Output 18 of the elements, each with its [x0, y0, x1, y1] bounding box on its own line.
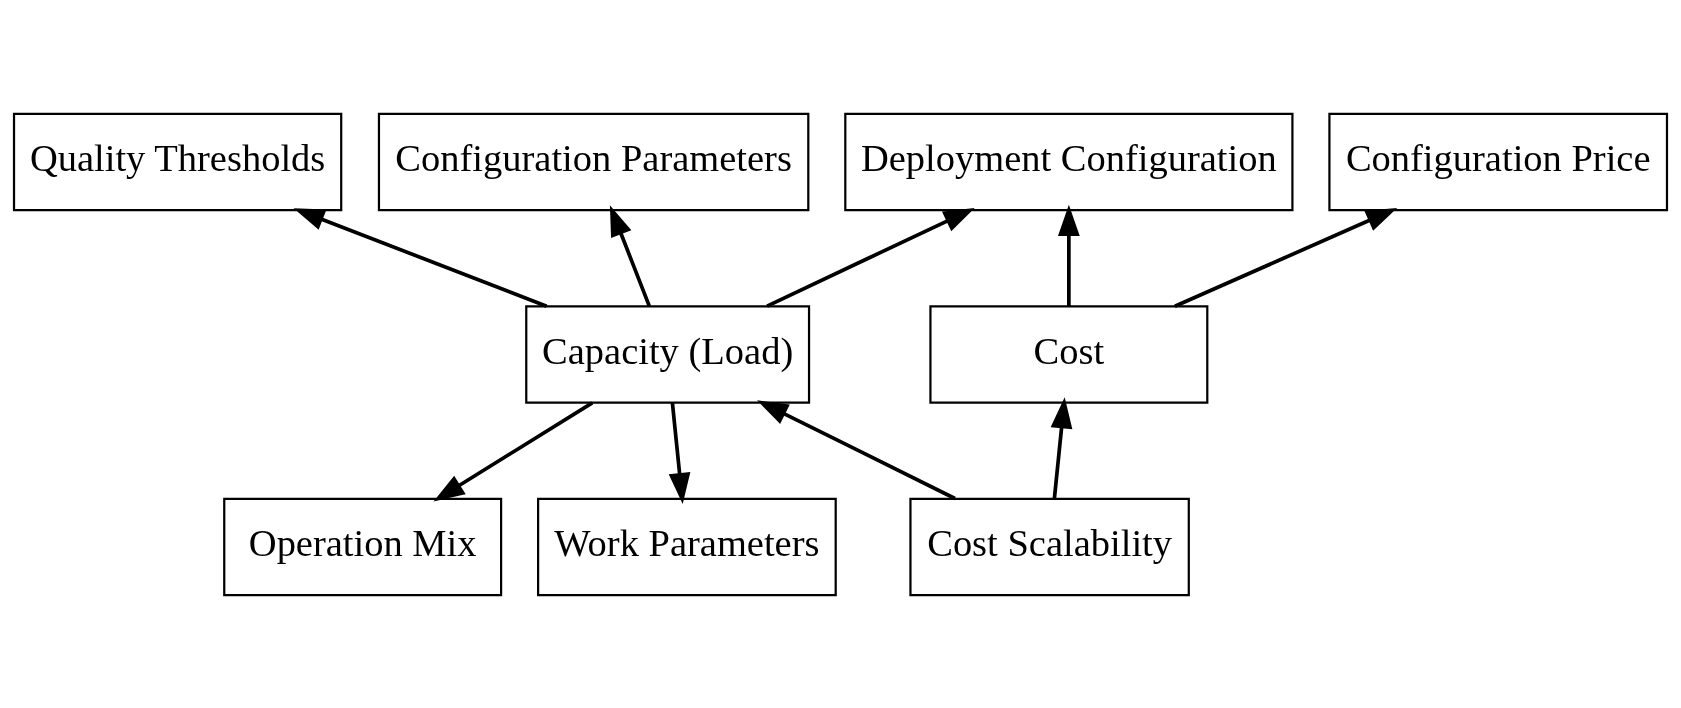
arrow	[668, 402, 691, 504]
node-box: Cost Scalability	[909, 497, 1190, 596]
node-box: Work Parameters	[537, 497, 837, 596]
node-box: Capacity (Load)	[525, 304, 811, 404]
arrow	[1174, 207, 1398, 308]
arrow	[1050, 396, 1073, 499]
node-box: Configuration Parameters	[377, 112, 810, 211]
node-box: Configuration Price	[1328, 112, 1669, 211]
node-box: Deployment Configuration	[844, 112, 1294, 211]
node-box: Operation Mix	[223, 497, 503, 596]
arrow	[766, 207, 975, 308]
arrow	[609, 204, 652, 307]
arrow	[757, 399, 956, 500]
arrow	[1057, 204, 1080, 306]
arrow	[433, 400, 594, 501]
node-box: Quality Thresholds	[12, 112, 343, 211]
node-box: Cost	[929, 304, 1209, 404]
arrow	[293, 207, 548, 308]
